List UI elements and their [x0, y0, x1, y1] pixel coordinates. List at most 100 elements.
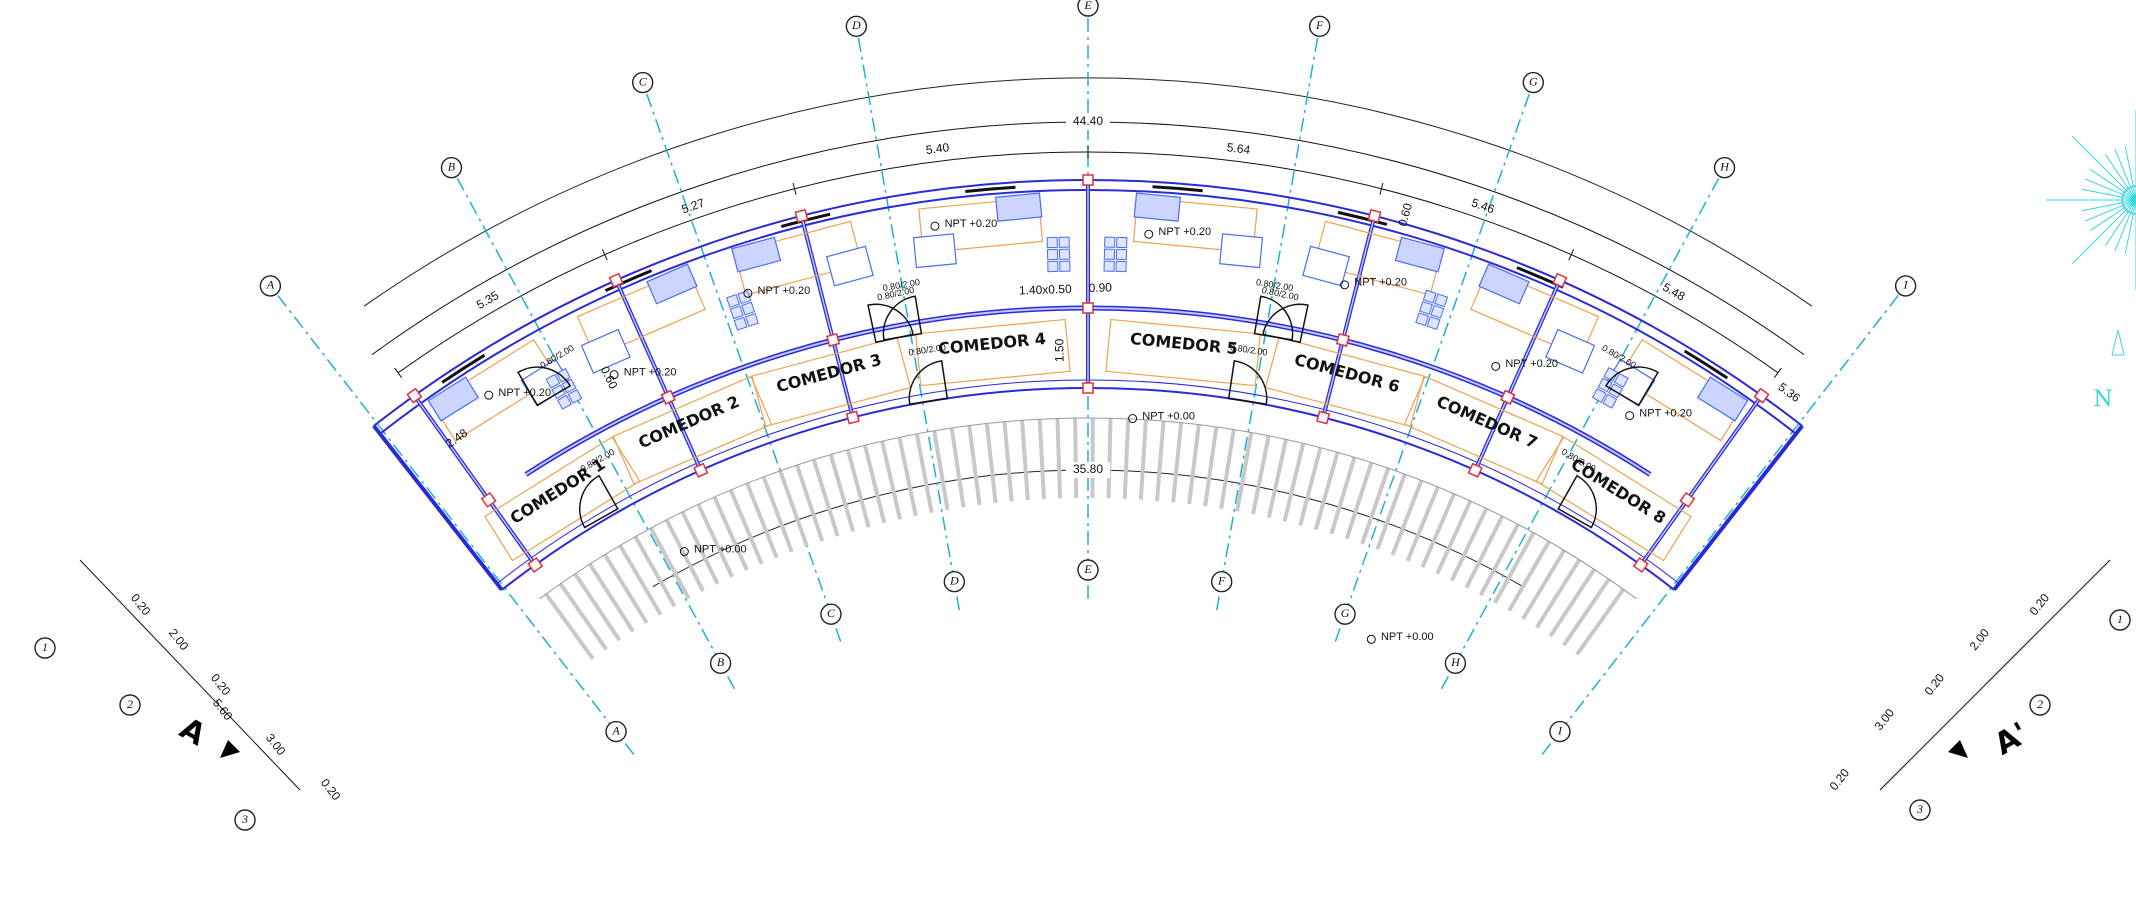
side-dimension: 0.20	[2027, 591, 2053, 618]
column	[608, 272, 624, 288]
door-swing	[517, 366, 572, 407]
stair-tread	[1464, 515, 1505, 589]
axis-bubble-outer	[632, 71, 654, 94]
column	[1367, 208, 1382, 223]
level-marker	[609, 370, 619, 380]
sink	[995, 192, 1043, 222]
stair-tread	[1298, 447, 1323, 526]
inner-arc-dimension: 35.80	[1073, 462, 1103, 476]
door-3	[908, 360, 949, 405]
sink	[1478, 263, 1530, 305]
level-label: NPT +0.20	[758, 285, 811, 297]
stair-tread	[984, 423, 998, 504]
level-marker	[1128, 414, 1138, 424]
stair-tread	[1329, 456, 1357, 535]
window-segment	[1337, 210, 1388, 226]
segment-dimension: 5.36	[1776, 380, 1803, 405]
stair-tread	[932, 430, 950, 511]
sink	[1696, 376, 1749, 422]
level-label: NPT +0.20	[624, 367, 677, 379]
compass-ray	[2072, 136, 2136, 201]
appliance	[1219, 233, 1264, 269]
compass-ray	[2081, 188, 2136, 201]
compass-ray	[2089, 169, 2136, 201]
side-dimension: 2.00	[166, 626, 192, 653]
stair-tread	[761, 476, 794, 553]
stove	[726, 290, 759, 331]
stair-tread	[1073, 418, 1079, 499]
sink	[427, 376, 480, 422]
column	[527, 556, 544, 573]
window-segment	[604, 269, 653, 293]
window-segment	[1152, 185, 1203, 193]
burner	[1415, 312, 1430, 327]
dim-tick	[1568, 249, 1575, 261]
level-marker	[484, 390, 494, 400]
axis-label-inner: A	[611, 723, 620, 737]
stair-tread	[745, 482, 779, 559]
axis-bubble-inner	[605, 720, 627, 743]
stair-tread	[1375, 473, 1407, 550]
kitchen-counter	[918, 196, 1044, 254]
compass-ray	[2124, 199, 2136, 255]
dim-tick	[1379, 182, 1384, 195]
axis-label-outer: E	[1083, 0, 1092, 12]
axis-bubble-corner	[2109, 609, 2131, 631]
stair-tread	[1450, 507, 1489, 582]
stair-tread	[967, 425, 982, 506]
compass-center	[2121, 185, 2136, 215]
stair-tread	[1055, 418, 1063, 499]
compass-ray	[2072, 199, 2136, 264]
burner	[1046, 236, 1058, 249]
partition-fill	[413, 395, 536, 566]
dim-label-bg	[1066, 114, 1110, 130]
burner	[1103, 260, 1115, 272]
axis-label-outer: G	[1529, 74, 1538, 88]
level-marker	[1340, 280, 1350, 290]
level-label: NPT +0.20	[498, 387, 551, 399]
door-swing	[867, 303, 914, 344]
door-6	[1227, 360, 1268, 405]
dim-tick	[394, 367, 403, 379]
stair-tread	[1171, 422, 1184, 503]
stair-tread	[618, 544, 663, 616]
dining-counter	[484, 436, 641, 562]
stair-tread	[1282, 443, 1306, 522]
north-arrow-icon	[2111, 329, 2125, 356]
stair-tread	[1002, 421, 1014, 502]
stair-tread	[1344, 462, 1374, 540]
stair-tread	[1037, 419, 1046, 500]
burner	[1046, 248, 1059, 261]
column	[660, 389, 676, 405]
axis-label-inner: F	[1217, 573, 1226, 587]
segment-dimension: 5.64	[1226, 140, 1251, 157]
column	[1316, 410, 1331, 425]
dining-counter	[1105, 318, 1261, 387]
stair-tread	[1106, 418, 1113, 499]
burner	[737, 290, 752, 305]
axis-bubble-corner	[119, 694, 141, 716]
window-segment	[441, 353, 486, 384]
column	[693, 462, 709, 478]
column	[845, 410, 860, 425]
stair-tread	[1548, 568, 1596, 638]
level-label: NPT +0.20	[1505, 358, 1558, 370]
side-dimension: 2.00	[1967, 626, 1993, 653]
level-marker	[1366, 634, 1376, 644]
stair-tread	[1235, 432, 1254, 512]
side-dimension: 3.00	[1872, 706, 1898, 733]
stair-tread	[1507, 540, 1551, 612]
room-label: COMEDOR 5	[1129, 329, 1238, 358]
room-label: COMEDOR 3	[774, 350, 883, 396]
dining-counter	[751, 336, 912, 428]
level-label: NPT +0.00	[694, 543, 747, 555]
stair-tread	[1521, 549, 1566, 621]
axis-bubble-corner	[2029, 694, 2051, 716]
appliance	[1545, 328, 1596, 374]
stair-tread	[1313, 451, 1340, 530]
stair-tread	[778, 470, 809, 547]
burner	[744, 312, 759, 327]
door-8	[1557, 474, 1598, 529]
axis-bubble-inner	[1444, 652, 1467, 675]
